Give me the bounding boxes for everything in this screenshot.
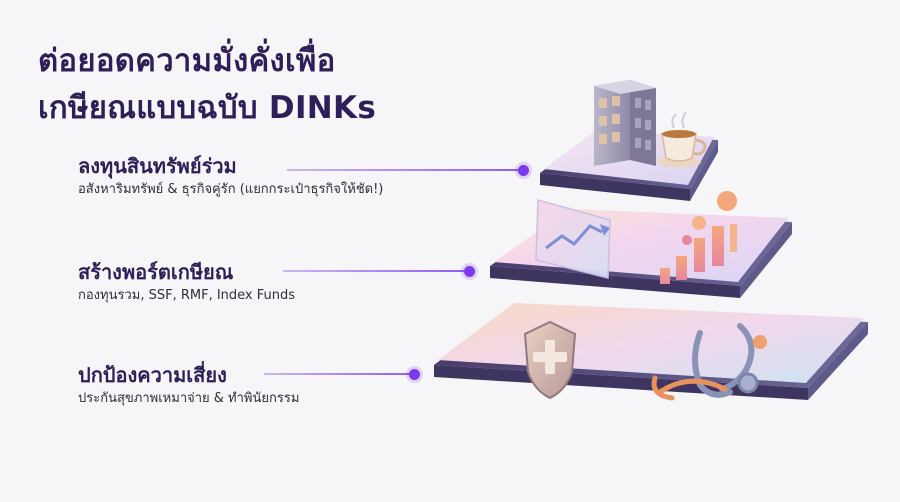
tier-middle-platform <box>490 209 792 298</box>
tier-middle-heading: สร้างพอร์ตเกษียณ <box>78 260 234 284</box>
tier-middle-label: สร้างพอร์ตเกษียณ กองทุนรวม, SSF, RMF, In… <box>78 258 295 306</box>
growth-chart-icon <box>535 199 611 279</box>
stethoscope-icon <box>651 323 767 401</box>
coins-icon <box>682 191 737 245</box>
title-line-1: ต่อยอดความมั่งคั่งเพื่อ <box>38 43 336 79</box>
bar-chart-icon <box>660 224 737 284</box>
tier-bottom-subtext: ประกันสุขภาพเหมาจ่าย & ทำพินัยกรรม <box>78 391 300 406</box>
connector-dot-top <box>518 165 529 176</box>
building-icon <box>594 80 656 166</box>
tier-top-subtext: อสังหาริมทรัพย์ & ธุรกิจคู่รัก (แยกกระเป… <box>78 182 384 197</box>
connector-dot-middle <box>464 266 475 277</box>
tier-bottom-platform <box>434 303 868 400</box>
title-line-2: เกษียณแบบฉบับ DINKs <box>38 90 377 126</box>
connector-line-top <box>287 169 523 171</box>
tier-bottom-heading: ปกป้องความเสี่ยง <box>78 363 227 387</box>
connector-line-bottom <box>264 373 414 375</box>
tier-middle-subtext: กองทุนรวม, SSF, RMF, Index Funds <box>78 288 296 303</box>
connector-line-middle <box>283 270 469 272</box>
tier-bottom-label: ปกป้องความเสี่ยง ประกันสุขภาพเหมาจ่าย & … <box>78 361 299 409</box>
coffee-cup-icon <box>657 111 707 168</box>
connector-dot-bottom <box>409 369 420 380</box>
page-title: ต่อยอดความมั่งคั่งเพื่อ เกษียณแบบฉบับ DI… <box>38 38 376 132</box>
tier-top-heading: ลงทุนสินทรัพย์ร่วม <box>78 154 237 178</box>
shield-cross-icon <box>523 320 577 400</box>
tier-top-label: ลงทุนสินทรัพย์ร่วม อสังหาริมทรัพย์ & ธุร… <box>78 152 383 200</box>
